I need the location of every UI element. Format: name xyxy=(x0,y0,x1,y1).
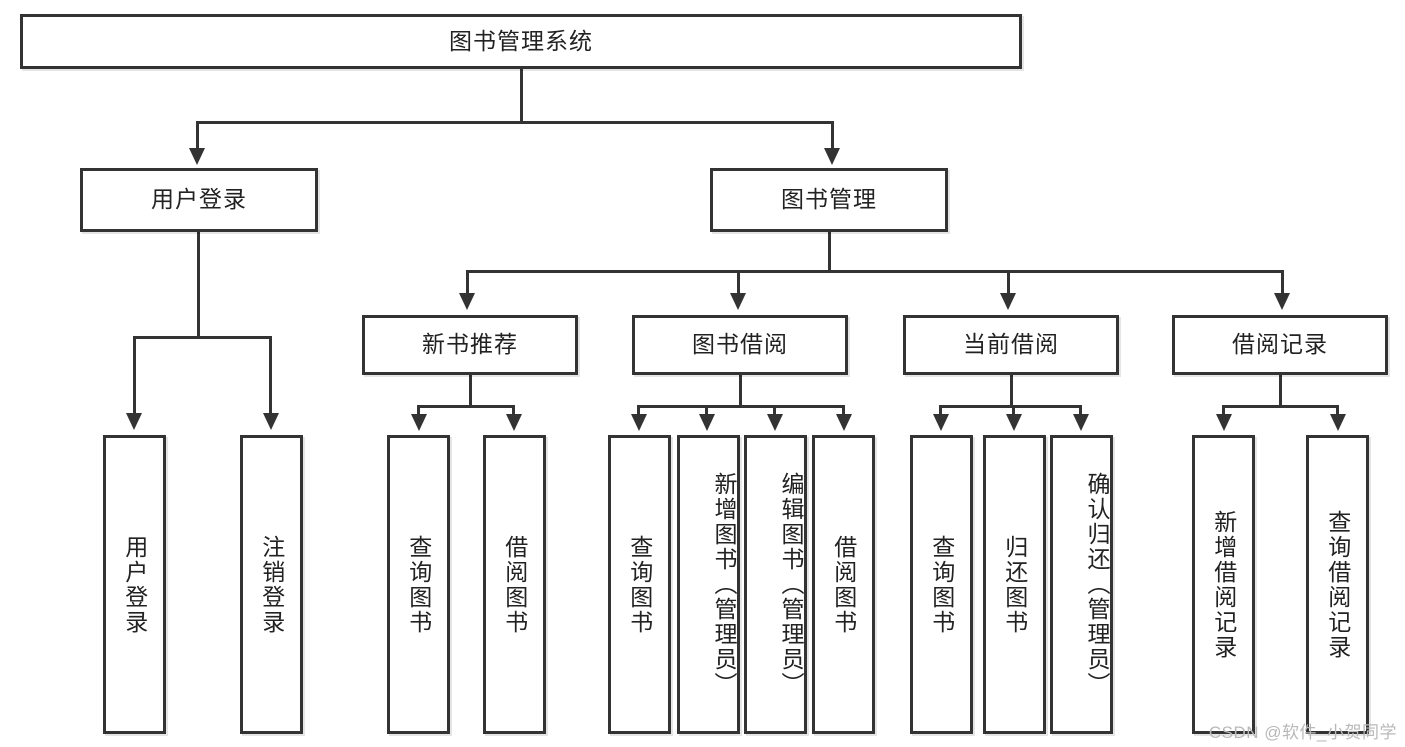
node-leaf-query-borrow-record-label: 查询借阅记录 xyxy=(1324,509,1351,660)
node-leaf-borrow-book-rec-label: 借阅图书 xyxy=(501,534,528,635)
connector-user-login-left xyxy=(133,336,136,414)
connector-borrow-record-bus xyxy=(1222,405,1339,408)
node-root[interactable]: 图书管理系统 xyxy=(20,14,1022,69)
node-new-book-recommend-label: 新书推荐 xyxy=(422,331,518,358)
connector-root-to-user-login xyxy=(196,121,199,149)
arrow-to-leaf-query-book-current xyxy=(933,414,949,431)
connector-bb-4 xyxy=(842,405,845,415)
connector-root-bus xyxy=(196,121,834,124)
node-leaf-query-book-borrow-label: 查询图书 xyxy=(626,534,653,635)
node-leaf-borrow-book[interactable]: 借阅图书 xyxy=(812,435,875,734)
node-leaf-user-login[interactable]: 用户登录 xyxy=(103,435,166,734)
node-book-borrow[interactable]: 图书借阅 xyxy=(632,315,848,375)
arrow-to-leaf-edit-book xyxy=(767,414,783,431)
node-leaf-edit-book-label: 编辑图书（管理员） xyxy=(778,472,804,697)
connector-bb-3 xyxy=(773,405,776,415)
node-leaf-confirm-return-label: 确认归还（管理员） xyxy=(1084,472,1110,697)
node-leaf-return-book[interactable]: 归还图书 xyxy=(983,435,1046,734)
connector-root-stem xyxy=(520,69,523,121)
arrow-to-new-book-recommend xyxy=(459,293,475,310)
arrow-to-leaf-borrow-book xyxy=(836,414,852,431)
node-user-login-label: 用户登录 xyxy=(151,186,247,213)
connector-user-login-stem xyxy=(197,232,200,338)
node-leaf-borrow-book-label: 借阅图书 xyxy=(830,534,857,635)
connector-to-book-borrow xyxy=(737,270,740,294)
connector-book-borrow-stem xyxy=(739,375,742,407)
connector-to-new-book-recommend xyxy=(466,270,469,294)
arrow-to-borrow-record xyxy=(1274,293,1290,310)
connector-root-to-book-manage xyxy=(831,121,834,149)
arrow-to-leaf-add-borrow-record xyxy=(1216,414,1232,431)
arrow-to-leaf-return-book xyxy=(1006,414,1022,431)
node-leaf-add-book[interactable]: 新增图书（管理员） xyxy=(677,435,740,734)
node-current-borrow-label: 当前借阅 xyxy=(963,331,1059,358)
connector-br-right xyxy=(1336,405,1339,415)
connector-to-current-borrow xyxy=(1007,270,1010,294)
arrow-to-leaf-query-borrow-record xyxy=(1330,414,1346,431)
node-root-label: 图书管理系统 xyxy=(449,27,593,54)
connector-new-book-recommend-bus xyxy=(417,405,515,408)
arrow-to-leaf-user-login xyxy=(126,413,142,430)
connector-nbr-left xyxy=(417,405,420,415)
connector-cb-1 xyxy=(939,405,942,415)
node-new-book-recommend[interactable]: 新书推荐 xyxy=(362,315,578,375)
node-leaf-add-borrow-record-label: 新增借阅记录 xyxy=(1210,509,1237,660)
node-leaf-add-borrow-record[interactable]: 新增借阅记录 xyxy=(1192,435,1255,734)
connector-to-borrow-record xyxy=(1281,270,1284,294)
arrow-to-leaf-query-book-borrow xyxy=(631,414,647,431)
connector-cb-3 xyxy=(1079,405,1082,415)
arrow-to-book-borrow xyxy=(730,293,746,310)
node-borrow-record-label: 借阅记录 xyxy=(1232,331,1328,358)
arrow-root-to-user-login xyxy=(189,148,205,165)
connector-borrow-record-stem xyxy=(1279,375,1282,407)
node-leaf-add-book-label: 新增图书（管理员） xyxy=(711,472,737,697)
node-leaf-query-book-current[interactable]: 查询图书 xyxy=(910,435,973,734)
arrow-to-leaf-confirm-return xyxy=(1073,414,1089,431)
arrow-to-leaf-user-logout xyxy=(263,413,279,430)
node-user-login[interactable]: 用户登录 xyxy=(80,168,318,232)
connector-user-login-bus xyxy=(133,336,272,339)
connector-bb-2 xyxy=(705,405,708,415)
node-leaf-query-book-borrow[interactable]: 查询图书 xyxy=(608,435,671,734)
connector-book-borrow-bus xyxy=(637,405,845,408)
node-leaf-borrow-book-rec[interactable]: 借阅图书 xyxy=(483,435,546,734)
connector-cb-2 xyxy=(1012,405,1015,415)
node-leaf-user-logout-label: 注销登录 xyxy=(258,534,285,635)
node-book-borrow-label: 图书借阅 xyxy=(692,331,788,358)
connector-bb-1 xyxy=(637,405,640,415)
arrow-root-to-book-manage xyxy=(824,148,840,165)
connector-current-borrow-stem xyxy=(1010,375,1013,407)
node-leaf-query-book-rec[interactable]: 查询图书 xyxy=(387,435,450,734)
node-borrow-record[interactable]: 借阅记录 xyxy=(1172,315,1388,375)
arrow-to-leaf-borrow-book-rec xyxy=(506,414,522,431)
connector-nbr-right xyxy=(512,405,515,415)
node-leaf-return-book-label: 归还图书 xyxy=(1001,534,1028,635)
connector-book-manage-stem xyxy=(828,232,831,272)
connector-current-borrow-bus xyxy=(939,405,1082,408)
connector-new-book-recommend-stem xyxy=(469,375,472,407)
node-leaf-query-book-rec-label: 查询图书 xyxy=(405,534,432,635)
connector-br-left xyxy=(1222,405,1225,415)
node-leaf-confirm-return[interactable]: 确认归还（管理员） xyxy=(1050,435,1113,734)
arrow-to-leaf-add-book xyxy=(699,414,715,431)
node-leaf-query-borrow-record[interactable]: 查询借阅记录 xyxy=(1306,435,1369,734)
node-leaf-user-logout[interactable]: 注销登录 xyxy=(240,435,303,734)
arrow-to-current-borrow xyxy=(1000,293,1016,310)
node-current-borrow[interactable]: 当前借阅 xyxy=(903,315,1119,375)
node-book-manage[interactable]: 图书管理 xyxy=(710,168,948,232)
connector-book-manage-bus xyxy=(466,270,1284,273)
node-leaf-query-book-current-label: 查询图书 xyxy=(928,534,955,635)
node-leaf-user-login-label: 用户登录 xyxy=(121,534,148,635)
csdn-watermark: CSDN @软件_小贺同学 xyxy=(1208,723,1397,742)
arrow-to-leaf-query-book-rec xyxy=(411,414,427,431)
node-book-manage-label: 图书管理 xyxy=(781,186,877,213)
node-leaf-edit-book[interactable]: 编辑图书（管理员） xyxy=(744,435,807,734)
connector-user-login-right xyxy=(269,336,272,414)
